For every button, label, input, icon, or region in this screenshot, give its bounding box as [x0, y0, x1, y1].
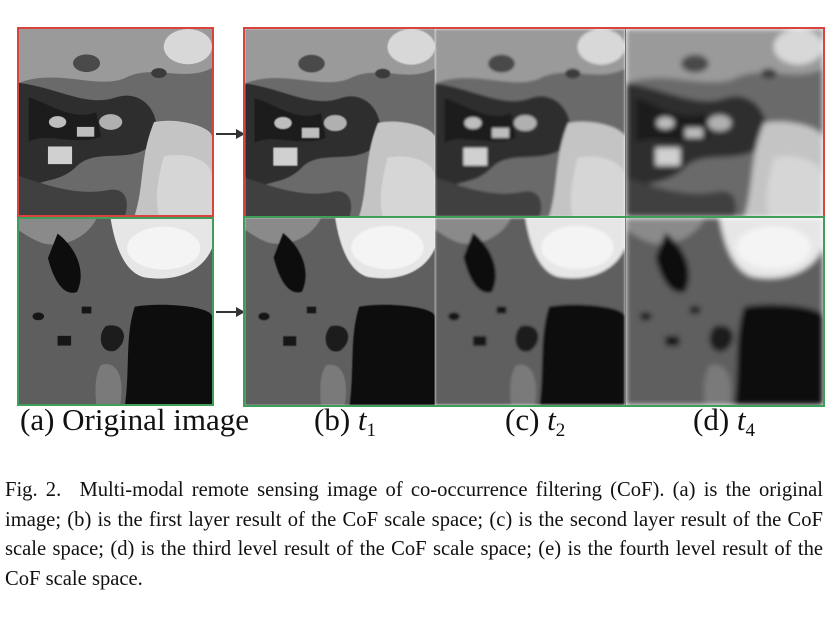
- t4-bottom-image: [625, 218, 823, 405]
- label-t4: (d) t4: [693, 402, 756, 441]
- t2-bottom-image: [435, 218, 625, 405]
- arrow-bottom-icon: [216, 307, 245, 317]
- figure: (a) Original image (b) t1 (c) t2 (d) t4: [17, 27, 825, 441]
- original-bottom-image: [17, 217, 214, 406]
- figure-caption: Fig. 2. Multi-modal remote sensing image…: [5, 476, 823, 594]
- t2-top-image: [435, 29, 625, 217]
- t1-bottom-image: [245, 218, 435, 405]
- label-t1: (b) t1: [314, 402, 377, 441]
- arrow-top-icon: [216, 129, 245, 139]
- t1-top-image: [245, 29, 435, 217]
- caption-text: Multi-modal remote sensing image of co-o…: [5, 479, 824, 590]
- original-top-image: [17, 27, 214, 217]
- t4-top-image: [625, 29, 823, 217]
- filtered-bottom-frame: [243, 216, 825, 407]
- figure-id: Fig. 2.: [5, 479, 62, 501]
- label-t2: (c) t2: [505, 402, 566, 441]
- label-original-image: (a) Original image: [20, 402, 249, 437]
